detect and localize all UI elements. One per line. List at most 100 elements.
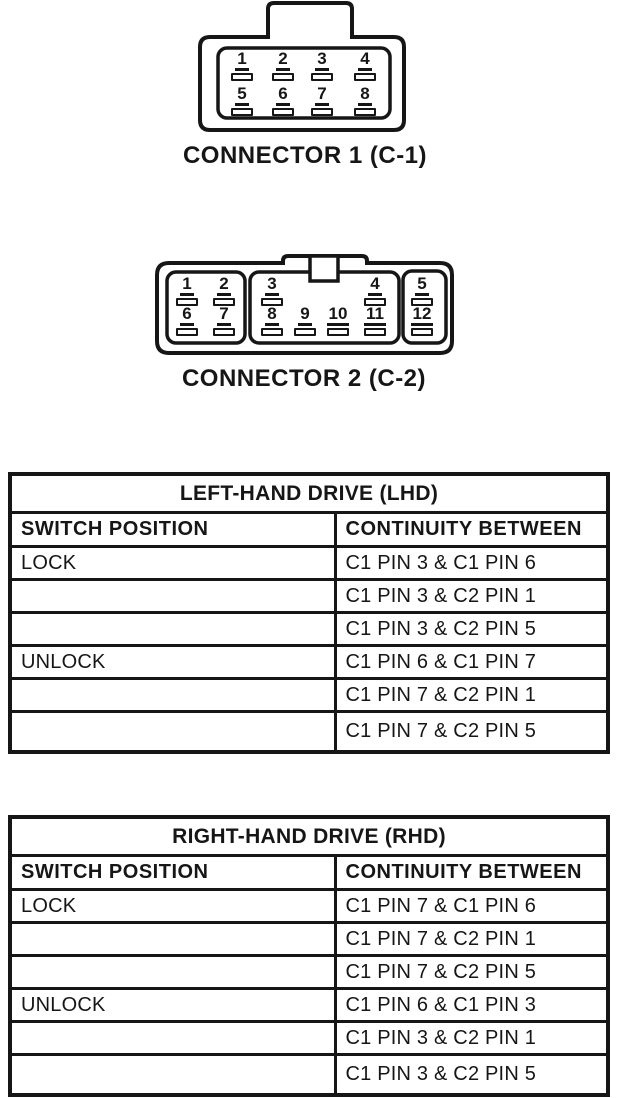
continuity-cell: C1 PIN 7 & C2 PIN 1 (333, 921, 610, 957)
column-header-switch-position: SWITCH POSITION (8, 511, 337, 548)
continuity-cell: C1 PIN 3 & C2 PIN 5 (333, 611, 610, 647)
column-header-continuity: CONTINUITY BETWEEN (333, 854, 610, 891)
table-row: C1 PIN 3 & C2 PIN 1 (8, 1020, 610, 1056)
pin-number: 11 (364, 305, 386, 326)
c2-pin-2: 2 (206, 275, 242, 306)
continuity-cell: C1 PIN 6 & C1 PIN 3 (333, 987, 610, 1023)
table-row: LOCK C1 PIN 7 & C1 PIN 6 (8, 888, 610, 924)
pin-slot (176, 328, 198, 336)
continuity-cell: C1 PIN 3 & C2 PIN 5 (333, 1053, 610, 1097)
c2-pin-11: 11 (357, 305, 393, 336)
switch-position-cell: LOCK (8, 888, 337, 924)
c2-pin-10: 10 (320, 305, 356, 336)
rhd-table: RIGHT-HAND DRIVE (RHD) SWITCH POSITION C… (8, 815, 610, 1097)
pin-slot (354, 108, 376, 116)
pin-slot (327, 328, 349, 336)
pin-number: 10 (326, 305, 350, 326)
c2-pin-9: 9 (287, 305, 323, 336)
pin-slot (213, 298, 235, 306)
column-header-switch-position: SWITCH POSITION (8, 854, 337, 891)
switch-position-cell (8, 710, 337, 754)
pin-number: 7 (217, 305, 231, 326)
pin-slot (272, 73, 294, 81)
pin-number: 5 (235, 85, 249, 106)
c2-pin-12: 12 (404, 305, 440, 336)
pin-slot (176, 298, 198, 306)
pin-slot (231, 73, 253, 81)
c1-pin-4: 4 (347, 50, 383, 81)
c1-pin-1: 1 (224, 50, 260, 81)
pin-number: 4 (368, 275, 382, 296)
pin-slot (294, 328, 316, 336)
pin-slot (231, 108, 253, 116)
table-row: C1 PIN 7 & C2 PIN 1 (8, 921, 610, 957)
table-row: C1 PIN 3 & C2 PIN 5 (8, 1053, 610, 1097)
connector-1-outline-icon (198, 1, 406, 132)
c2-pin-7: 7 (206, 305, 242, 336)
c2-pin-8: 8 (254, 305, 290, 336)
pin-number: 2 (217, 275, 231, 296)
pin-number: 9 (298, 305, 312, 326)
switch-position-cell (8, 677, 337, 713)
c2-pin-1: 1 (169, 275, 205, 306)
c2-pin-3: 3 (254, 275, 290, 306)
table-title: LEFT-HAND DRIVE (LHD) (8, 472, 610, 514)
table-row: C1 PIN 3 & C2 PIN 1 (8, 578, 610, 614)
pin-slot (311, 73, 333, 81)
switch-position-cell: UNLOCK (8, 644, 337, 680)
table-header-row: SWITCH POSITION CONTINUITY BETWEEN (8, 511, 610, 548)
c1-pin-3: 3 (304, 50, 340, 81)
continuity-cell: C1 PIN 3 & C2 PIN 1 (333, 578, 610, 614)
pin-slot (213, 328, 235, 336)
table-row: C1 PIN 7 & C2 PIN 1 (8, 677, 610, 713)
continuity-cell: C1 PIN 3 & C2 PIN 1 (333, 1020, 610, 1056)
continuity-cell: C1 PIN 3 & C1 PIN 6 (333, 545, 610, 581)
pin-slot (261, 328, 283, 336)
pin-number: 5 (415, 275, 429, 296)
pin-number: 12 (410, 305, 434, 326)
pin-number: 1 (235, 50, 249, 71)
c1-pin-6: 6 (265, 85, 301, 116)
pin-number: 3 (265, 275, 279, 296)
switch-position-cell (8, 921, 337, 957)
pin-number: 7 (315, 85, 329, 106)
pin-number: 8 (265, 305, 279, 326)
switch-position-cell (8, 578, 337, 614)
table-title-row: LEFT-HAND DRIVE (LHD) (8, 472, 610, 514)
pin-number: 4 (358, 50, 372, 71)
pin-number: 8 (358, 85, 372, 106)
c2-pin-5: 5 (404, 275, 440, 306)
c1-pin-8: 8 (347, 85, 383, 116)
pin-slot (261, 298, 283, 306)
lhd-table: LEFT-HAND DRIVE (LHD) SWITCH POSITION CO… (8, 472, 610, 754)
c2-pin-4: 4 (357, 275, 393, 306)
c1-pin-2: 2 (265, 50, 301, 81)
table-row: C1 PIN 7 & C2 PIN 5 (8, 710, 610, 754)
pin-number: 3 (315, 50, 329, 71)
connector-1-label: CONNECTOR 1 (C-1) (182, 142, 428, 169)
pin-number: 1 (180, 275, 194, 296)
pin-slot (411, 328, 433, 336)
switch-position-cell (8, 611, 337, 647)
c1-pin-7: 7 (304, 85, 340, 116)
pin-slot (272, 108, 294, 116)
c1-pin-5: 5 (224, 85, 260, 116)
pin-number: 6 (276, 85, 290, 106)
pin-slot (311, 108, 333, 116)
continuity-cell: C1 PIN 7 & C1 PIN 6 (333, 888, 610, 924)
pin-slot (364, 298, 386, 306)
table-row: C1 PIN 7 & C2 PIN 5 (8, 954, 610, 990)
continuity-cell: C1 PIN 6 & C1 PIN 7 (333, 644, 610, 680)
continuity-cell: C1 PIN 7 & C2 PIN 5 (333, 710, 610, 754)
continuity-cell: C1 PIN 7 & C2 PIN 1 (333, 677, 610, 713)
table-title-row: RIGHT-HAND DRIVE (RHD) (8, 815, 610, 857)
table-row: UNLOCK C1 PIN 6 & C1 PIN 7 (8, 644, 610, 680)
continuity-cell: C1 PIN 7 & C2 PIN 5 (333, 954, 610, 990)
c2-pin-6: 6 (169, 305, 205, 336)
switch-position-cell: LOCK (8, 545, 337, 581)
table-header-row: SWITCH POSITION CONTINUITY BETWEEN (8, 854, 610, 891)
column-header-continuity: CONTINUITY BETWEEN (333, 511, 610, 548)
switch-position-cell (8, 954, 337, 990)
